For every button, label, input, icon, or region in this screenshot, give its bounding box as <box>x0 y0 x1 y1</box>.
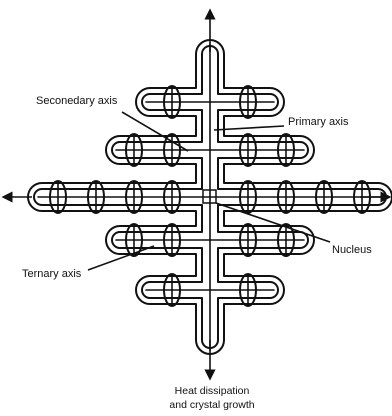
caption-line-2: and crystal growth <box>169 399 254 411</box>
leader-nucleus <box>216 203 330 242</box>
leader-ternary-axis <box>88 246 154 270</box>
dendrite-outline <box>28 40 392 354</box>
secondary-axis-label: Seconedary axis <box>36 95 118 107</box>
caption-line-1: Heat dissipation <box>175 385 250 397</box>
nucleus-label: Nucleus <box>332 244 372 256</box>
ternary-axis-label: Ternary axis <box>22 268 82 280</box>
primary-axis-label: Primary axis <box>288 116 349 128</box>
leader-secondary-axis <box>122 112 188 151</box>
